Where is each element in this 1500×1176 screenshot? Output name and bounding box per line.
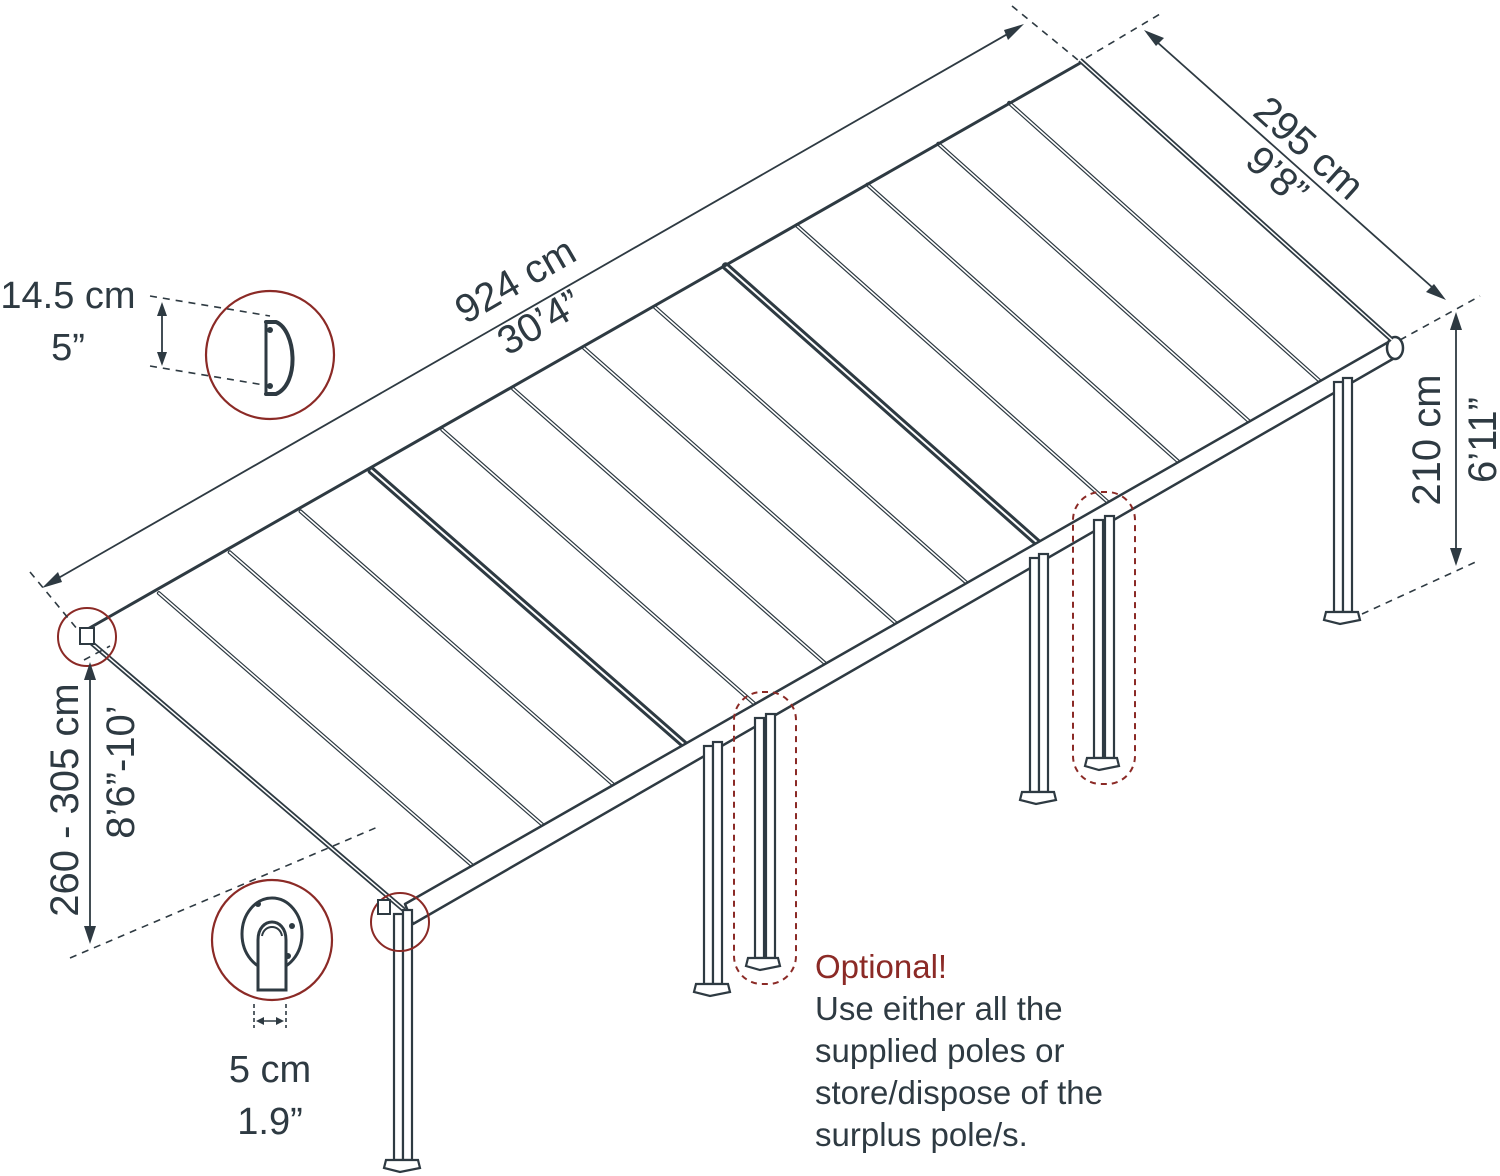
note-line: surplus pole/s. xyxy=(815,1116,1028,1153)
post-width-dimension xyxy=(253,1004,287,1028)
post-bracket-detail xyxy=(210,878,334,1002)
post-base-plate xyxy=(1322,610,1362,626)
extension-lines xyxy=(29,5,1481,959)
post-base-plate xyxy=(382,1158,422,1174)
corner-detail-circle-wall xyxy=(57,607,117,667)
optional-note: Optional! Use either all the supplied po… xyxy=(815,948,1103,1153)
corner-detail-circle-post xyxy=(370,892,430,952)
rafter-highlight xyxy=(441,428,758,707)
front-height-dimension-line xyxy=(84,662,96,944)
optional-post-highlight-left xyxy=(733,691,797,985)
back-height-ft-label: 6’11” xyxy=(1461,397,1500,483)
post-base-plate xyxy=(692,982,732,998)
optional-post-extra-right xyxy=(1083,514,1121,772)
gutter-dimension-line xyxy=(157,302,167,366)
side-rafter-left xyxy=(86,638,406,912)
post-side xyxy=(702,744,715,986)
rafter-highlight xyxy=(299,510,617,788)
wall-bracket-corner xyxy=(79,627,95,645)
support-post xyxy=(1018,552,1058,806)
optional-post-extra-left xyxy=(744,712,782,972)
rafter-highlight xyxy=(724,265,1041,546)
note-line: store/dispose of the xyxy=(815,1074,1103,1111)
rafter-highlight xyxy=(1008,102,1323,384)
rafter-highlight xyxy=(228,551,546,828)
support-post xyxy=(382,908,422,1174)
front-height-cm-label: 260 - 305 cm xyxy=(43,683,87,916)
optional-post-highlight-right xyxy=(1072,491,1136,785)
gutter-profile-detail xyxy=(204,289,336,421)
front-height-ft-label: 8’6”-10’ xyxy=(99,705,143,838)
post-cm-label: 5 cm xyxy=(229,1049,311,1091)
rafter-highlight xyxy=(937,142,1252,424)
post-face xyxy=(1037,552,1050,794)
rafter-highlight xyxy=(583,347,899,626)
rafter-highlight xyxy=(370,469,688,748)
posts xyxy=(382,376,1362,1174)
roof-panels xyxy=(156,100,1324,870)
note-line: supplied poles or xyxy=(815,1032,1065,1069)
post-side xyxy=(1332,380,1345,614)
gutter-in-label: 5” xyxy=(51,327,85,369)
rafter-highlight xyxy=(866,183,1182,465)
support-post xyxy=(1322,376,1362,626)
gutter-cm-label: 14.5 cm xyxy=(0,275,135,317)
post-face xyxy=(401,908,414,1162)
post-face xyxy=(711,740,724,986)
back-height-dimension-line xyxy=(1450,312,1462,566)
rafter-highlight xyxy=(158,592,476,869)
back-wall-beam xyxy=(85,60,1083,632)
rafter-highlight xyxy=(795,224,1111,505)
length-dimension-line xyxy=(42,24,1024,588)
note-line: Use either all the xyxy=(815,990,1063,1027)
post-face xyxy=(1341,376,1354,614)
rafter-highlight xyxy=(654,306,970,586)
support-post xyxy=(692,740,732,998)
post-side xyxy=(1028,556,1041,794)
note-title: Optional! xyxy=(815,948,947,985)
rafter-highlight xyxy=(512,388,829,667)
back-height-cm-label: 210 cm xyxy=(1405,374,1449,505)
post-base-plate xyxy=(1018,790,1058,806)
post-in-label: 1.9” xyxy=(237,1101,302,1143)
width-dimension-line xyxy=(1144,30,1446,300)
side-rafter-right xyxy=(1078,58,1394,342)
